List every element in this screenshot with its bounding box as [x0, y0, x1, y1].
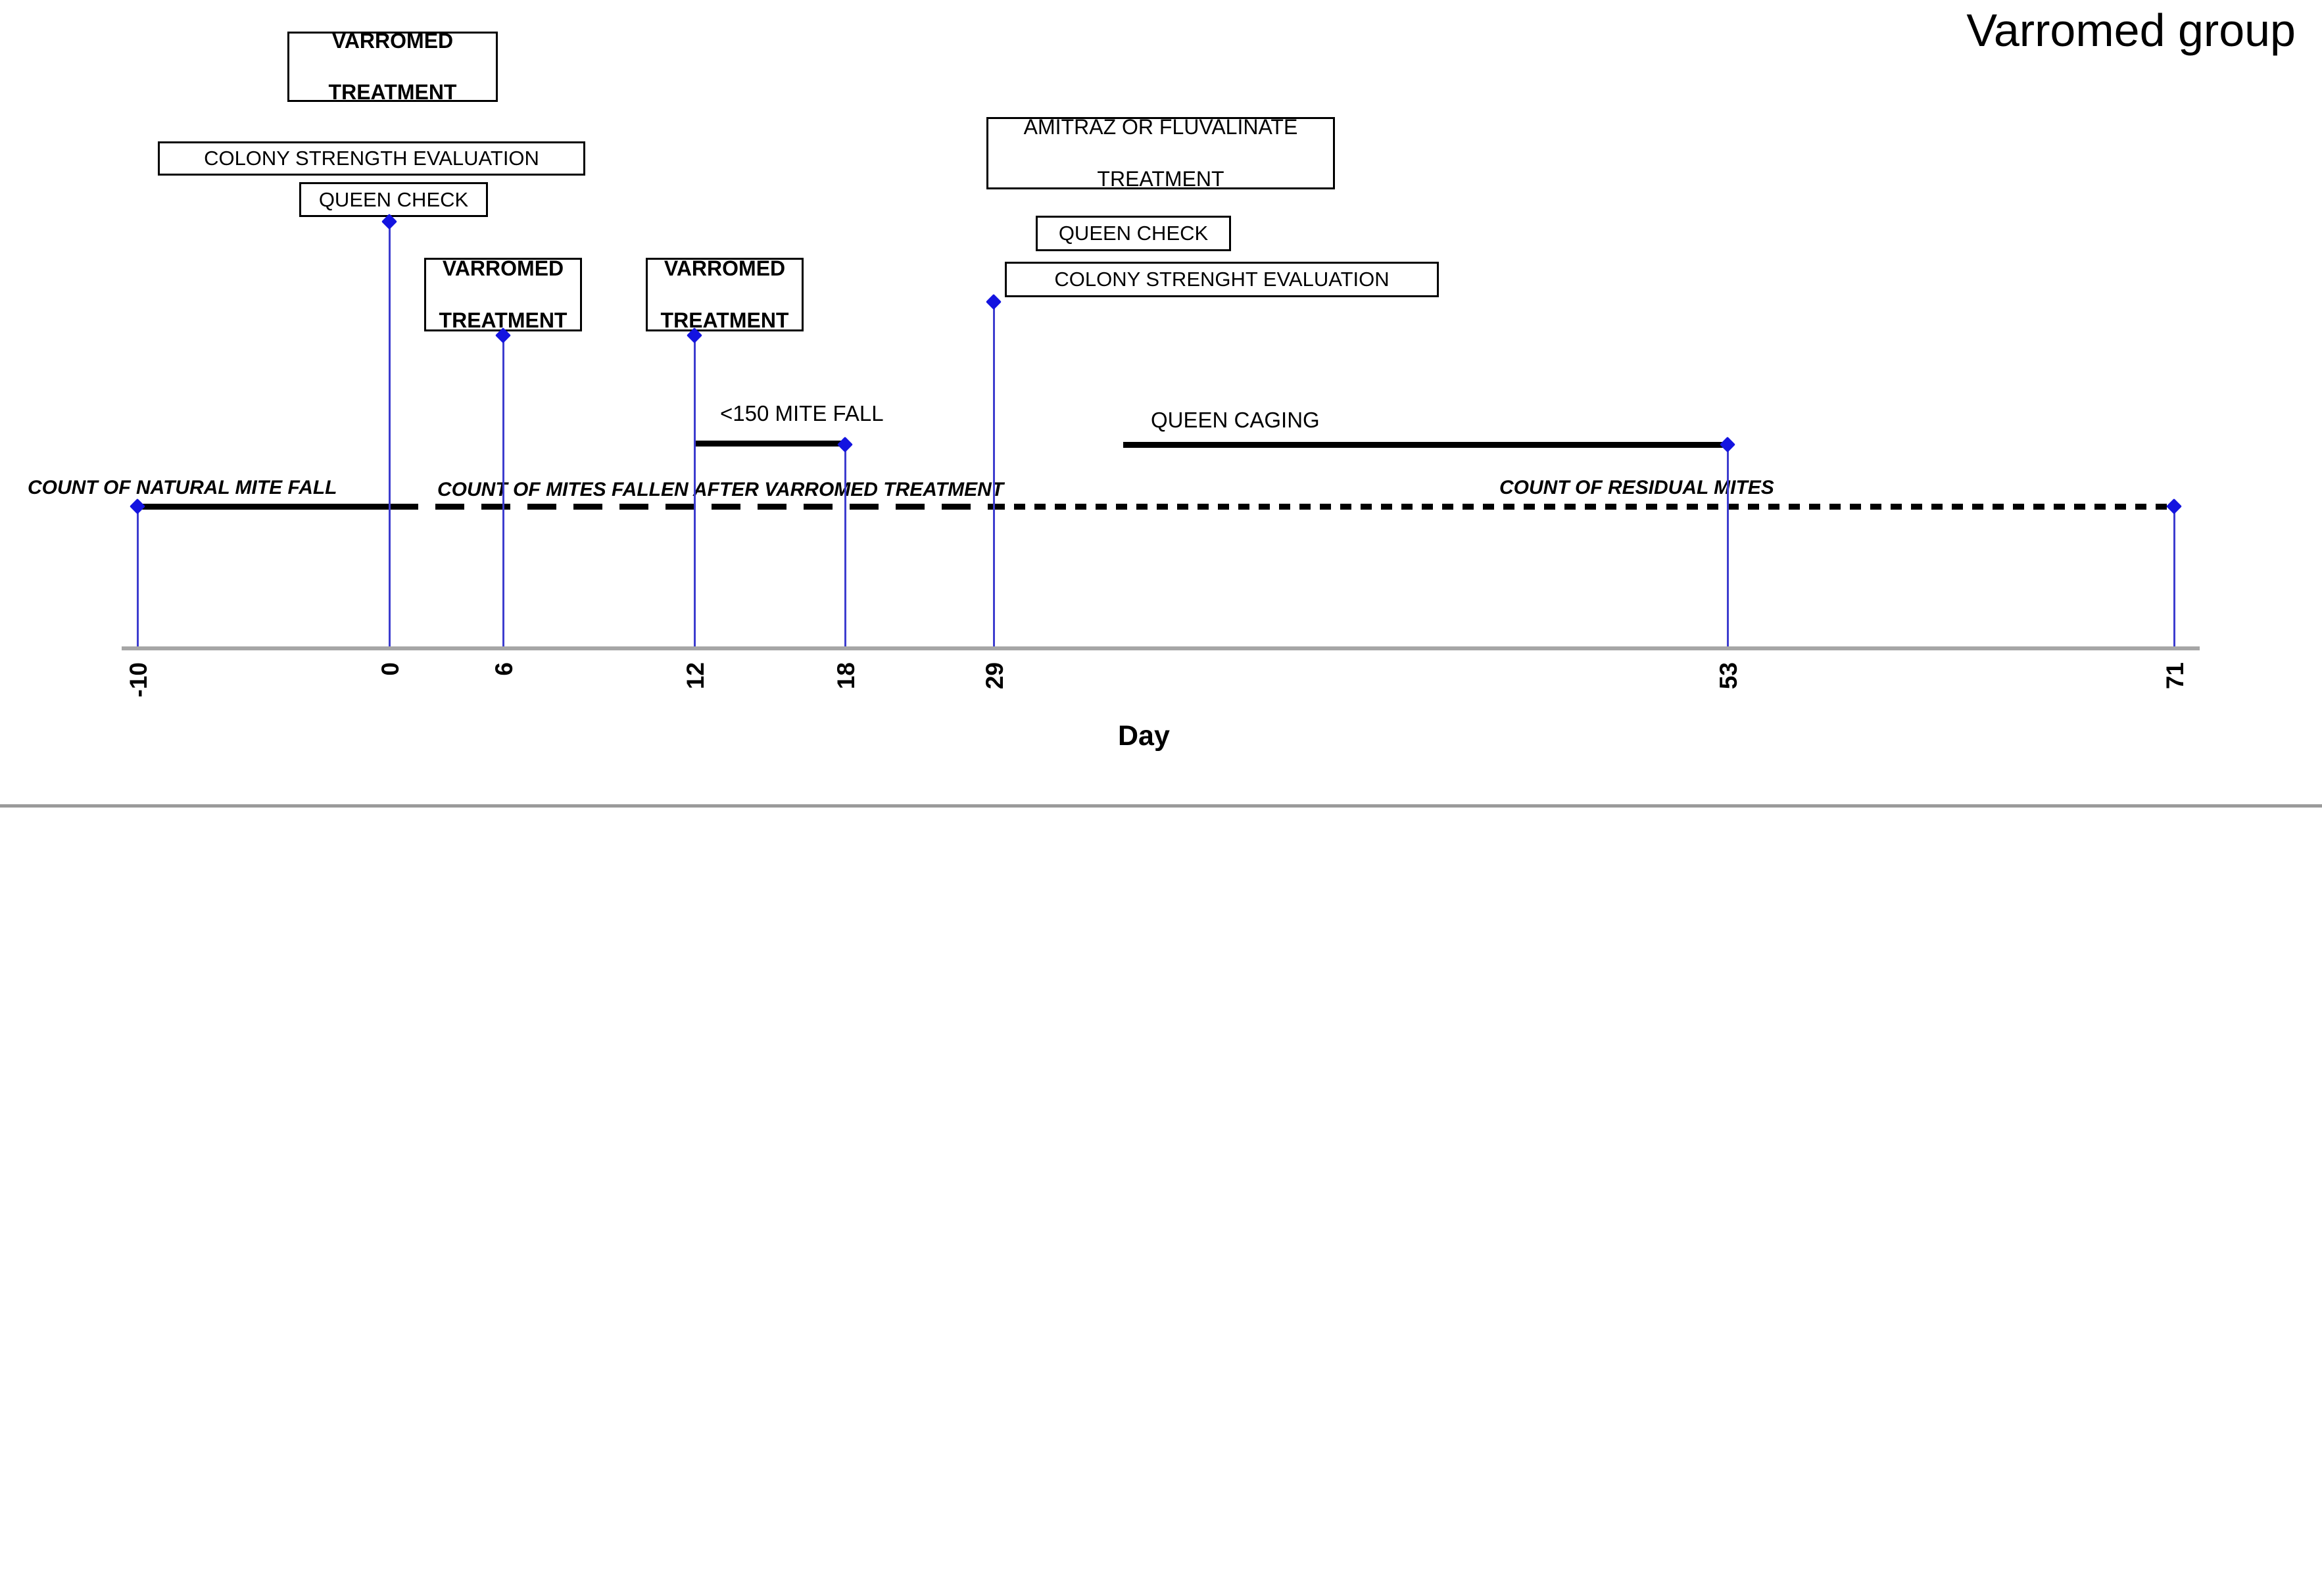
axis-title-top: Day: [1118, 720, 1170, 752]
connector-day-12: [694, 332, 696, 648]
connector-day-71: [2173, 506, 2175, 648]
connector-day-29: [993, 299, 995, 648]
connector-day-0: [389, 218, 391, 648]
marker-day--10: [129, 498, 146, 515]
box-line-2: TREATMENT: [328, 80, 457, 105]
marker-day-53: [1719, 436, 1736, 453]
event-box-colony-strenght-evaluation-day29: COLONY STRENGHT EVALUATION: [1005, 262, 1439, 297]
connector-day-6: [502, 332, 504, 648]
day-axis-line-top: [122, 646, 2200, 650]
varromed-group-title: Varromed group: [1966, 5, 2296, 56]
event-box-amitraz-fluvalinate-treatment-day29: AMITRAZ OR FLUVALINATE TREATMENT: [986, 115, 1335, 191]
event-box-varromed-treatment-day12: VARROMED TREATMENT: [646, 256, 804, 332]
control-group-panel: Control group AMITRAZ OR FLUVALINATE TRE…: [0, 806, 2322, 1596]
marker-day-71: [2165, 498, 2183, 515]
tick-label-top-18: 18: [833, 662, 859, 690]
connector-day--10: [137, 506, 139, 648]
box-line-1: VARROMED: [331, 28, 454, 53]
count-label-mites-after-varromed: COUNT OF MITES FALLEN AFTER VARROMED TRE…: [437, 479, 1004, 500]
varromed-group-panel: Varromed group VARROMED TREATMENT COLONY…: [28, 5, 2296, 752]
event-box-varromed-treatment-day0: VARROMED TREATMENT: [287, 29, 498, 105]
connector-day-18: [844, 445, 846, 648]
panel-divider: [0, 804, 2322, 808]
marker-day-18: [836, 436, 854, 453]
tick-label-top-0: 0: [377, 662, 404, 676]
span-bar-queen-caging: [1123, 442, 1728, 448]
span-label-150-mite-fall: <150 MITE FALL: [720, 401, 884, 425]
observation-segment-dashed-after-varromed: [389, 504, 994, 510]
tick-label-top--10: -10: [125, 662, 152, 698]
event-box-colony-strength-evaluation-day0: COLONY STRENGTH EVALUATION: [158, 141, 585, 176]
marker-day-29: [985, 293, 1002, 310]
count-label-residual-mites: COUNT OF RESIDUAL MITES: [1499, 477, 1774, 498]
span-label-queen-caging: QUEEN CAGING: [1151, 408, 1320, 432]
connector-day-53: [1727, 445, 1729, 648]
event-box-varromed-treatment-day6: VARROMED TREATMENT: [424, 256, 582, 332]
span-bar-150-mite-fall: [694, 441, 845, 447]
tick-label-top-53: 53: [1715, 662, 1742, 690]
observation-segment-dotted-residual: [994, 504, 2174, 510]
tick-label-top-29: 29: [981, 662, 1008, 690]
tick-label-top-6: 6: [491, 662, 518, 676]
count-label-natural-mite-fall: COUNT OF NATURAL MITE FALL: [28, 477, 337, 498]
observation-segment-solid-natural: [137, 504, 389, 510]
event-box-queen-check-day0: QUEEN CHECK: [299, 182, 488, 217]
event-box-queen-check-day29: QUEEN CHECK: [1036, 216, 1231, 251]
tick-label-top-12: 12: [682, 662, 709, 690]
tick-label-top-71: 71: [2162, 662, 2189, 690]
